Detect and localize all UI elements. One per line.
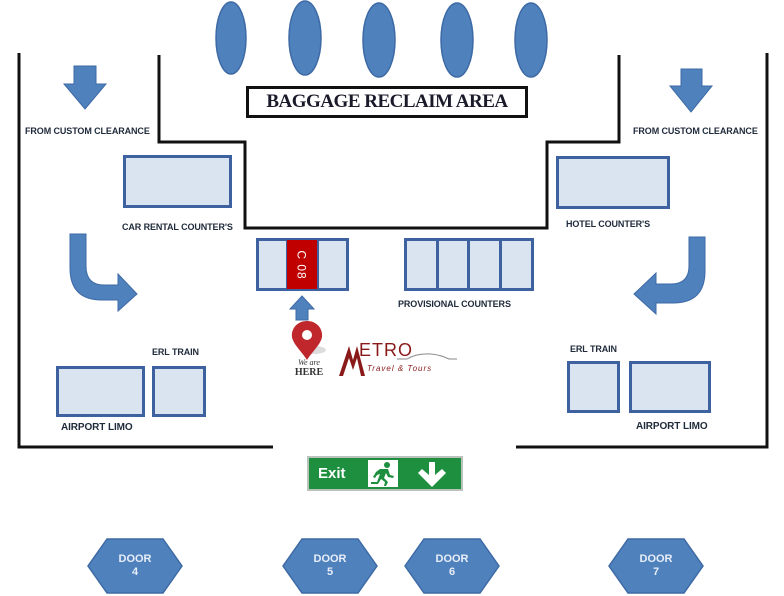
provisional-counters-label: PROVISIONAL COUNTERS xyxy=(398,299,511,309)
left-erl-train-label: ERL TRAIN xyxy=(152,347,199,357)
baggage-reclaim-title: BAGGAGE RECLAIM AREA xyxy=(246,86,528,118)
carousel-3 xyxy=(362,2,396,78)
left-airport-limo-label: AIRPORT LIMO xyxy=(61,422,133,433)
car-silhouette-icon xyxy=(397,353,457,360)
carousel-4 xyxy=(440,2,474,78)
arrow-down-icon xyxy=(62,65,108,110)
counter-divider xyxy=(467,239,470,290)
you-are-here-marker: We are HERE xyxy=(287,358,331,378)
you-are-here-line1: We are xyxy=(298,358,320,367)
carousel-1 xyxy=(215,1,247,75)
car-rental-counter xyxy=(123,155,232,208)
exit-sign: Exit xyxy=(307,456,463,491)
location-pin-icon xyxy=(291,321,326,360)
door-5-label: DOOR xyxy=(313,553,347,565)
reclaim-area-wall xyxy=(157,55,621,230)
door-4[interactable]: DOOR 4 xyxy=(87,538,183,594)
arrow-down-icon xyxy=(668,68,714,113)
left-arrival-label: FROM CUSTOM CLEARANCE xyxy=(25,126,150,136)
arrow-up-icon xyxy=(288,295,316,321)
right-erl-train-counter xyxy=(567,361,620,413)
metro-brand-name: ETRO xyxy=(359,340,414,360)
counter-c08-label: C 08 xyxy=(294,249,309,280)
left-erl-train-counter xyxy=(152,366,206,417)
right-airport-limo-label: AIRPORT LIMO xyxy=(636,421,708,432)
right-erl-train-label: ERL TRAIN xyxy=(570,344,617,354)
you-are-here-line2: HERE xyxy=(294,367,324,378)
hotel-counter xyxy=(556,156,670,209)
door-7-label: DOOR xyxy=(639,553,673,565)
counter-divider xyxy=(499,239,502,290)
right-airport-limo-counter xyxy=(629,361,711,413)
counter-divider xyxy=(436,239,439,290)
door-6[interactable]: DOOR 6 xyxy=(404,538,500,594)
door-5[interactable]: DOOR 5 xyxy=(282,538,378,594)
running-man-icon xyxy=(368,460,398,487)
door-6-number: 6 xyxy=(448,566,456,578)
arrow-down-icon xyxy=(418,461,446,487)
carousel-5 xyxy=(514,2,548,78)
door-6-label: DOOR xyxy=(435,553,469,565)
baggage-reclaim-title-text: BAGGAGE RECLAIM AREA xyxy=(266,91,508,112)
door-4-label: DOOR xyxy=(118,553,152,565)
door-5-number: 5 xyxy=(326,566,334,578)
car-rental-label: CAR RENTAL COUNTER'S xyxy=(122,222,233,232)
carousel-2 xyxy=(288,0,322,76)
counter-divider xyxy=(317,239,319,290)
right-outer-wall xyxy=(516,53,769,449)
counter-c08-highlight[interactable]: C 08 xyxy=(287,240,317,289)
baggage-carousels xyxy=(215,0,548,78)
left-airport-limo-counter xyxy=(56,366,145,417)
door-4-number: 4 xyxy=(131,566,139,578)
metro-tagline: Travel & Tours xyxy=(367,364,433,373)
door-7-number: 7 xyxy=(652,566,660,578)
exit-label: Exit xyxy=(318,465,346,482)
hotel-counter-label: HOTEL COUNTER'S xyxy=(566,219,650,229)
left-outer-wall xyxy=(17,53,273,449)
turn-right-arrow-icon xyxy=(69,233,138,313)
turn-left-arrow-icon xyxy=(633,236,706,316)
metro-m-icon xyxy=(339,346,365,376)
door-7[interactable]: DOOR 7 xyxy=(608,538,704,594)
right-arrival-label: FROM CUSTOM CLEARANCE xyxy=(633,126,758,136)
metro-travel-logo: ETRO Travel & Tours xyxy=(337,338,457,380)
